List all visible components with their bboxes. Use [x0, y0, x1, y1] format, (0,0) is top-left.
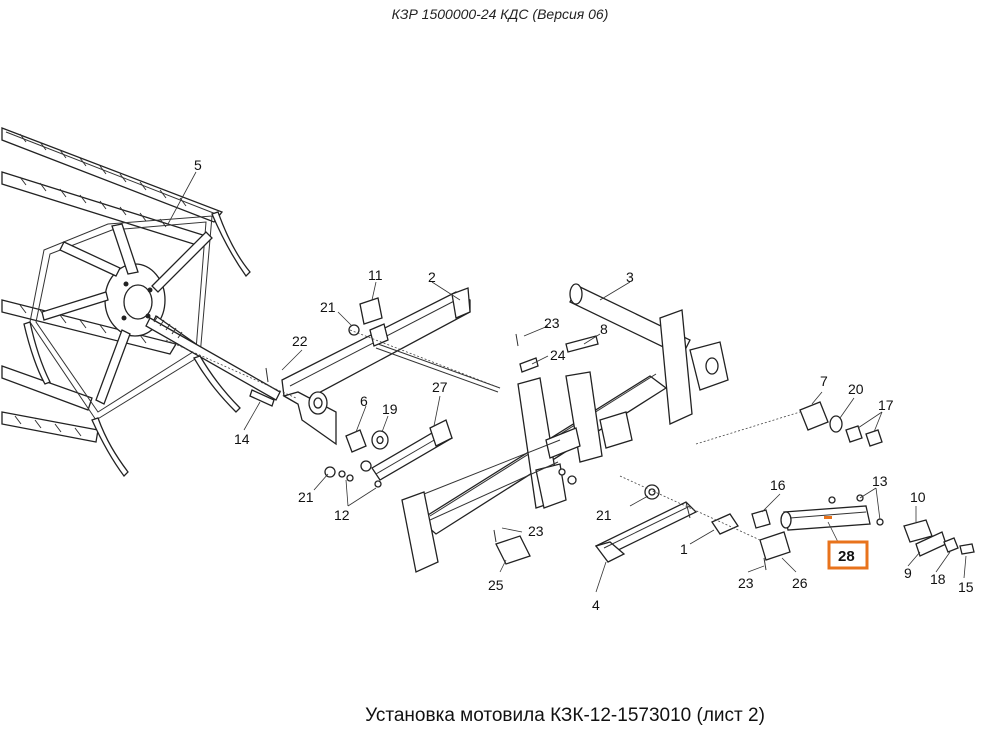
callout-6: 6	[360, 393, 368, 409]
callout-16: 16	[770, 477, 786, 493]
callout-1: 1	[680, 541, 688, 557]
callout-11: 11	[368, 267, 383, 283]
assembly-centerlines	[165, 329, 801, 541]
callout-19: 19	[382, 401, 398, 417]
callout-labels: 5 2 3 11 21 22 23 8 24 14 6 19 27 21 12 …	[194, 157, 974, 613]
callout-14: 14	[234, 431, 250, 447]
highlight-box[interactable]	[827, 540, 869, 570]
callout-2: 2	[428, 269, 436, 285]
callout-23-upper: 23	[544, 315, 560, 331]
callout-17: 17	[878, 397, 894, 413]
callout-4: 4	[592, 597, 600, 613]
highlight-callout-28[interactable]: 28	[824, 516, 869, 570]
highlight-marker	[824, 516, 832, 519]
callout-28: 28	[838, 548, 855, 565]
callout-3: 3	[626, 269, 634, 285]
document-header: КЗР 1500000-24 КДС (Версия 06)	[391, 6, 609, 22]
reel-assembly	[1, 127, 281, 477]
callout-5: 5	[194, 157, 202, 173]
leader-lines	[167, 171, 967, 593]
callout-21-left: 21	[298, 489, 314, 505]
callout-22: 22	[292, 333, 308, 349]
callout-26: 26	[792, 575, 808, 591]
guide-rail-4	[594, 501, 698, 563]
callout-8: 8	[600, 321, 608, 337]
callout-15: 15	[958, 579, 974, 595]
callout-24: 24	[550, 347, 566, 363]
callout-21-center: 21	[596, 507, 612, 523]
small-parts	[249, 297, 975, 571]
callout-7: 7	[820, 373, 828, 389]
callout-23-center: 23	[528, 523, 544, 539]
frame-arm-2	[281, 287, 501, 446]
callout-18: 18	[930, 571, 946, 587]
hydraulic-cylinder-27	[360, 419, 453, 481]
callout-27: 27	[432, 379, 448, 395]
callout-20: 20	[848, 381, 864, 397]
callout-9: 9	[904, 565, 912, 581]
callout-13: 13	[872, 473, 888, 489]
drawing-caption: Установка мотовила КЗК-12-1573010 (лист …	[365, 705, 765, 726]
callout-21-upper: 21	[320, 299, 336, 315]
callout-12: 12	[334, 507, 350, 523]
callout-23-lower: 23	[738, 575, 754, 591]
main-frame-3	[401, 283, 729, 573]
callout-25: 25	[488, 577, 504, 593]
callout-10: 10	[910, 489, 926, 505]
